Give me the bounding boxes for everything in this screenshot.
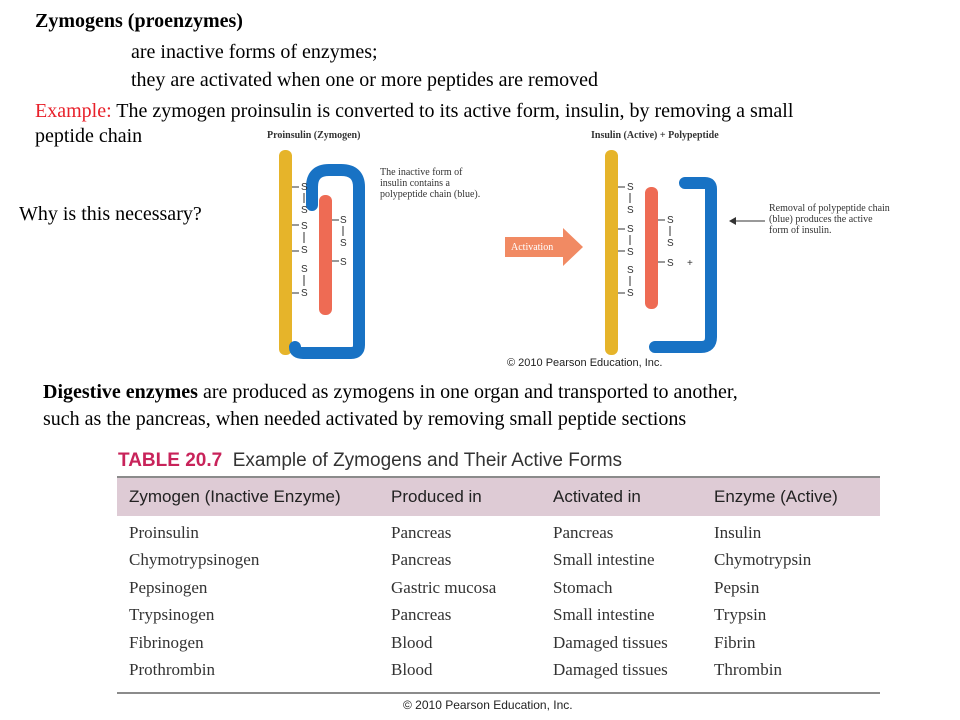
- cell-produced-in: Gastric mucosa: [391, 577, 497, 597]
- right-figure-title: Insulin (Active) + Polypeptide: [591, 130, 719, 141]
- b-chain-right: [645, 187, 658, 309]
- a-chain-right: [605, 150, 618, 355]
- cell-zymogen: Chymotrypsinogen: [129, 550, 260, 570]
- digestive-line-1: Digestive enzymes are produced as zymoge…: [43, 380, 738, 404]
- svg-text:S: S: [301, 182, 308, 193]
- plus-sign: +: [687, 258, 693, 269]
- header-enzyme-active: Enzyme (Active): [714, 487, 838, 506]
- b-chain-left: [319, 195, 332, 315]
- svg-text:S: S: [667, 238, 674, 249]
- insulin-diagram: S S S S S S S S S S S S S S S: [279, 150, 765, 359]
- cell-produced-in: Pancreas: [391, 605, 452, 625]
- definition-line-1: are inactive forms of enzymes;: [131, 41, 378, 63]
- example-text: The zymogen proinsulin is converted to i…: [111, 100, 794, 122]
- cell-activated-in: Pancreas: [553, 522, 614, 542]
- proinsulin-activation-figure: Proinsulin (Zymogen) Insulin (Active) + …: [255, 125, 935, 375]
- svg-text:S: S: [301, 245, 308, 256]
- digestive-bold: Digestive enzymes: [43, 381, 198, 403]
- cell-zymogen: Prothrombin: [129, 660, 215, 680]
- c-peptide-chain-left: [289, 164, 365, 359]
- figure-copyright: © 2010 Pearson Education, Inc.: [507, 357, 663, 369]
- caption-pointer-head: [729, 217, 736, 225]
- cell-enzyme: Chymotrypsin: [714, 550, 812, 570]
- svg-text:S: S: [340, 257, 347, 268]
- header-produced-in: Produced in: [391, 487, 482, 506]
- example-line-2: peptide chain: [35, 125, 143, 147]
- cell-produced-in: Blood: [391, 660, 433, 680]
- svg-text:S: S: [301, 205, 308, 216]
- example-line: Example: The zymogen proinsulin is conve…: [35, 99, 793, 123]
- left-caption: The inactive form of insulin contains a …: [380, 167, 480, 200]
- table-row: Prothrombin Blood Damaged tissues Thromb…: [117, 657, 880, 685]
- cell-enzyme: Insulin: [714, 522, 762, 542]
- svg-text:S: S: [627, 265, 634, 276]
- left-figure-title: Proinsulin (Zymogen): [267, 130, 361, 141]
- table-bottom-rule: [117, 692, 880, 694]
- table-row: Fibrinogen Blood Damaged tissues Fibrin: [117, 629, 880, 657]
- cell-produced-in: Pancreas: [391, 522, 452, 542]
- svg-text:S: S: [301, 264, 308, 275]
- table-row: Chymotrypsinogen Pancreas Small intestin…: [117, 547, 880, 575]
- table-title-text: Example of Zymogens and Their Active For…: [232, 450, 623, 471]
- right-caption-line: form of insulin.: [769, 225, 832, 236]
- svg-text:S: S: [627, 288, 634, 299]
- cell-produced-in: Pancreas: [391, 550, 452, 570]
- released-polypeptide: [649, 177, 717, 353]
- cell-enzyme: Trypsin: [714, 605, 767, 625]
- table-title: TABLE 20.7 Example of Zymogens and Their…: [118, 450, 622, 472]
- svg-text:S: S: [667, 215, 674, 226]
- table-row: Pepsinogen Gastric mucosa Stomach Pepsin: [117, 574, 880, 602]
- header-activated-in: Activated in: [553, 487, 641, 506]
- cell-activated-in: Small intestine: [553, 550, 655, 570]
- cell-zymogen: Pepsinogen: [129, 577, 208, 597]
- activation-arrow: [505, 228, 583, 266]
- a-chain-left: [279, 150, 292, 355]
- zymogen-table: Zymogen (Inactive Enzyme) Produced in Ac…: [117, 476, 880, 694]
- svg-text:S: S: [301, 221, 308, 232]
- cell-zymogen: Fibrinogen: [129, 632, 204, 652]
- cell-zymogen: Proinsulin: [129, 522, 199, 542]
- right-caption-line: Removal of polypeptide chain: [769, 203, 890, 214]
- question-text: Why is this necessary?: [19, 203, 202, 225]
- example-label: Example:: [35, 100, 112, 122]
- svg-text:S: S: [340, 238, 347, 249]
- svg-text:S: S: [340, 215, 347, 226]
- left-caption-line: insulin contains a: [380, 178, 450, 189]
- cell-activated-in: Small intestine: [553, 605, 655, 625]
- definition-line-2: they are activated when one or more pept…: [131, 69, 599, 91]
- svg-text:S: S: [627, 224, 634, 235]
- left-caption-line: The inactive form of: [380, 167, 463, 178]
- svg-text:S: S: [627, 247, 634, 258]
- cell-enzyme: Thrombin: [714, 660, 782, 680]
- svg-text:S: S: [301, 288, 308, 299]
- cell-activated-in: Stomach: [553, 577, 613, 597]
- digestive-rest: are produced as zymogens in one organ an…: [197, 381, 738, 403]
- right-caption: Removal of polypeptide chain (blue) prod…: [769, 203, 890, 236]
- right-caption-line: (blue) produces the active: [769, 214, 873, 225]
- svg-text:S: S: [627, 205, 634, 216]
- activation-label: Activation: [511, 242, 554, 253]
- table-copyright: © 2010 Pearson Education, Inc.: [403, 698, 573, 712]
- cell-produced-in: Blood: [391, 632, 433, 652]
- left-caption-line: polypeptide chain (blue).: [380, 189, 481, 200]
- cell-zymogen: Trypsinogen: [129, 605, 215, 625]
- table-header-row: Zymogen (Inactive Enzyme) Produced in Ac…: [117, 476, 880, 516]
- digestive-line-2: such as the pancreas, when needed activa…: [43, 408, 687, 430]
- cell-enzyme: Fibrin: [714, 632, 756, 652]
- header-zymogen: Zymogen (Inactive Enzyme): [129, 487, 341, 506]
- slide-heading: Zymogens (proenzymes): [35, 10, 243, 32]
- cell-enzyme: Pepsin: [714, 577, 760, 597]
- svg-text:S: S: [627, 182, 634, 193]
- svg-text:S: S: [667, 258, 674, 269]
- table-row: Proinsulin Pancreas Pancreas Insulin: [117, 519, 880, 547]
- table-number: TABLE 20.7: [118, 450, 223, 471]
- table-row: Trypsinogen Pancreas Small intestine Try…: [117, 602, 880, 630]
- cell-activated-in: Damaged tissues: [553, 632, 668, 652]
- cell-activated-in: Damaged tissues: [553, 660, 668, 680]
